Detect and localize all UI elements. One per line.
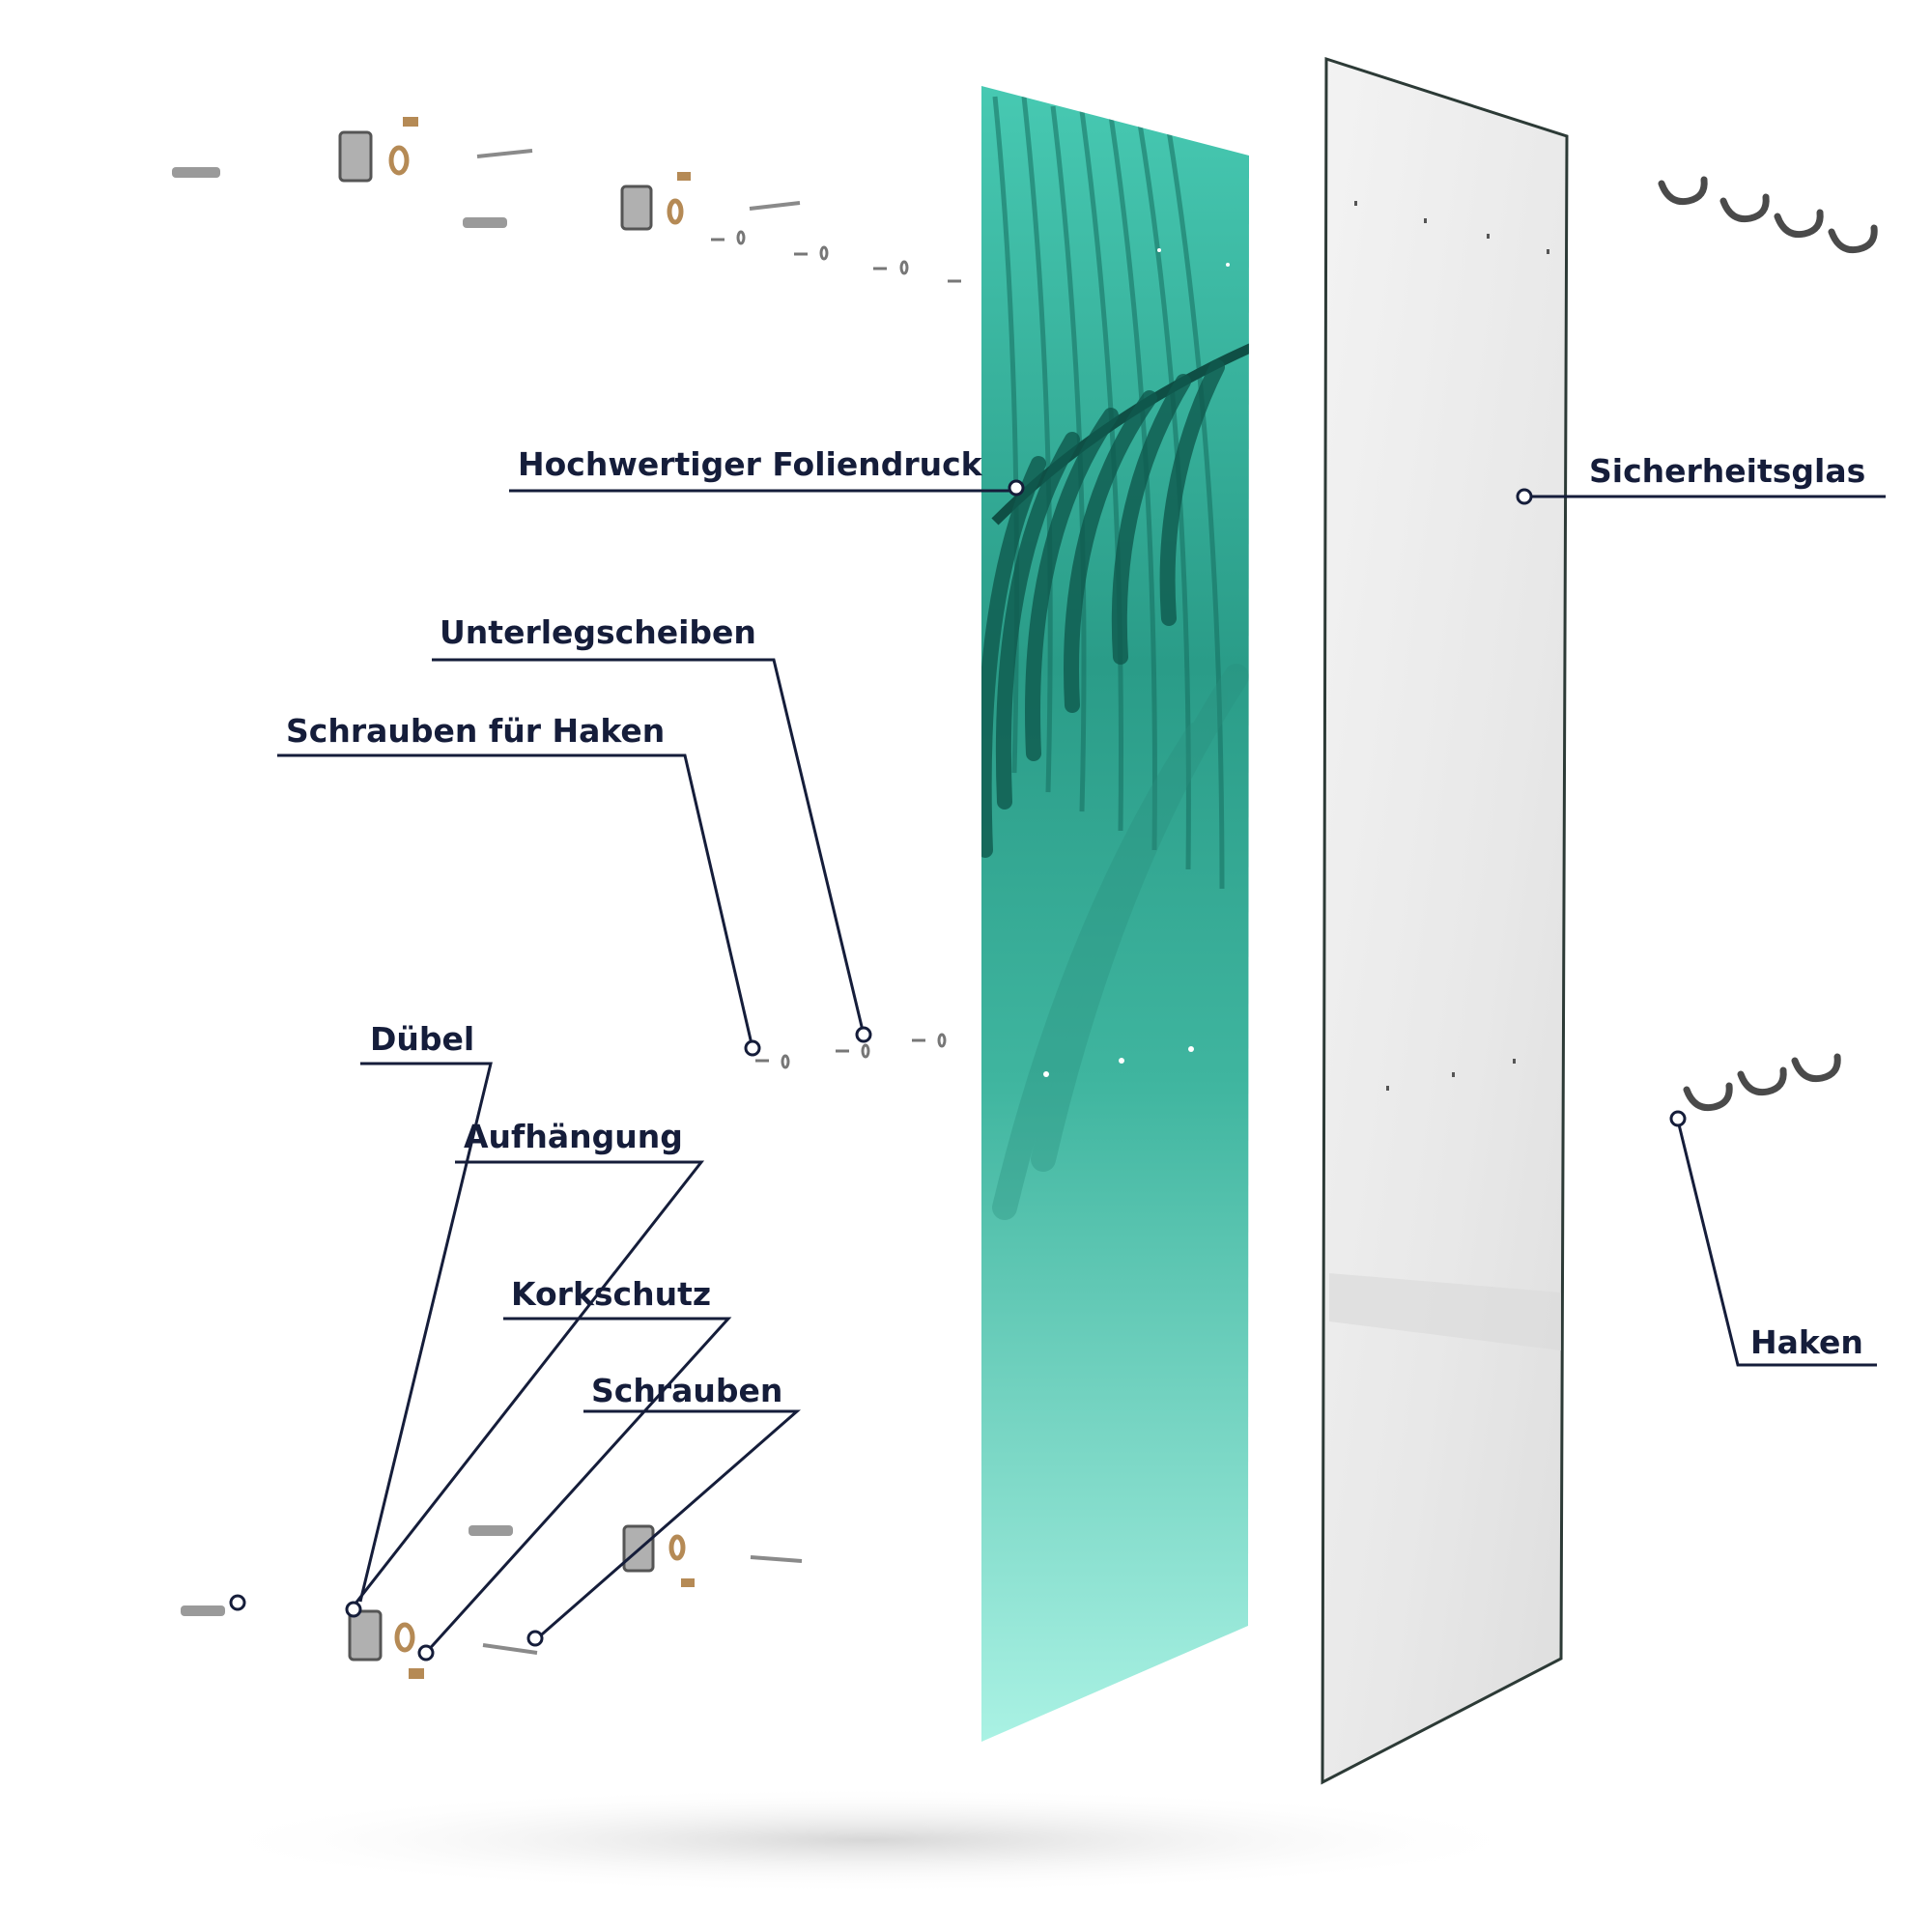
screw-icon	[750, 1555, 803, 1563]
label-glass: Sicherheitsglas	[1589, 452, 1865, 490]
hook-screws-top	[711, 230, 961, 283]
wall-plug-icon	[181, 1605, 225, 1616]
washer-icon	[668, 1534, 686, 1561]
hook-icon	[1658, 176, 1878, 254]
glass-drill-holes	[1354, 201, 1549, 1091]
cork-pad-icon	[681, 1578, 695, 1587]
hook-icon	[1683, 1053, 1841, 1112]
hanger-bracket-icon	[348, 1609, 383, 1662]
wall-plug-icon	[463, 217, 507, 228]
leader-lines	[277, 489, 1886, 1656]
leader-line-cork	[423, 1317, 732, 1656]
washer-icon	[394, 1622, 415, 1653]
wall-plug-icon	[469, 1525, 513, 1536]
floor-shadow	[193, 1787, 1546, 1893]
palm-leaf-print-icon	[981, 96, 1249, 1220]
label-hook-screws: Schrauben für Haken	[286, 712, 665, 750]
label-screws: Schrauben	[591, 1372, 782, 1409]
glass-panel	[1321, 56, 1569, 1785]
leader-line-hook-screws	[277, 753, 754, 1049]
label-dowel: Dübel	[370, 1020, 474, 1058]
cork-pad-icon	[409, 1668, 424, 1679]
print-panel	[981, 86, 1249, 1742]
label-hanger: Aufhängung	[464, 1118, 683, 1155]
screw-icon	[476, 149, 533, 158]
washer-icon	[667, 198, 684, 225]
leader-line-hooks	[1676, 1120, 1877, 1367]
leader-line-hanger	[350, 1160, 705, 1609]
hook-screws-middle	[755, 1033, 947, 1069]
anchor-points	[229, 479, 1687, 1662]
hardware-set-top	[172, 117, 961, 283]
hanger-bracket-icon	[338, 130, 373, 183]
leader-line-washers	[432, 658, 866, 1036]
cork-pad-icon	[403, 117, 418, 127]
hanger-bracket-icon	[620, 185, 653, 231]
label-hooks: Haken	[1750, 1323, 1863, 1361]
wall-plug-icon	[172, 167, 220, 178]
leader-line-screws	[534, 1409, 801, 1642]
screw-icon	[482, 1643, 538, 1655]
leader-line-dowel	[358, 1062, 493, 1603]
hardware-set-bottom	[181, 1524, 803, 1679]
label-washers: Unterlegscheiben	[440, 613, 756, 651]
cork-pad-icon	[677, 172, 691, 181]
screw-icon	[749, 201, 801, 211]
label-print: Hochwertiger Foliendruck	[518, 445, 983, 483]
label-cork: Korkschutz	[511, 1275, 711, 1313]
washer-icon	[388, 145, 410, 176]
